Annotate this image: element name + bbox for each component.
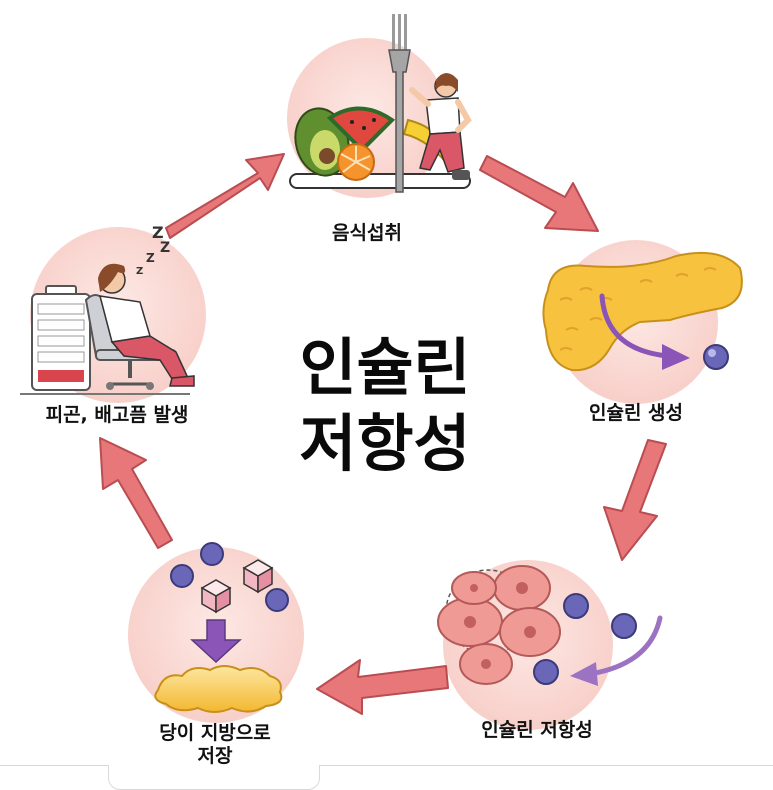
step-insulin-resistance-label: 인슐린 저항성 xyxy=(481,719,593,741)
svg-text:Z: Z xyxy=(160,240,170,256)
arrow-fatigue-to-food xyxy=(165,153,285,239)
sugar-cube-icon xyxy=(242,559,274,594)
step-fat-storage-line1: 당이 지방으로 xyxy=(159,722,271,744)
insulin-molecule-icon xyxy=(563,593,589,619)
fat-blob-icon xyxy=(154,665,283,713)
svg-text:Z: Z xyxy=(152,223,164,242)
svg-text:Z: Z xyxy=(146,251,155,265)
bottom-tab xyxy=(108,765,320,790)
pancreas-illustration xyxy=(542,251,743,372)
arrow-cells-to-storage xyxy=(316,659,449,715)
low-battery-indicator xyxy=(38,370,84,382)
step-food-intake-label: 음식섭취 xyxy=(332,222,402,244)
insulin-molecule-icon xyxy=(611,613,637,639)
glucose-molecule-icon xyxy=(265,588,289,612)
center-title: 인슐린 저항성 xyxy=(235,330,535,482)
down-arrow-icon xyxy=(190,619,242,664)
arrow-pancreas-to-cells xyxy=(603,439,667,561)
arrow-storage-to-fatigue xyxy=(99,437,173,549)
step-insulin-production-label: 인슐린 생성 xyxy=(588,402,683,424)
svg-text:Z: Z xyxy=(136,266,143,277)
insulin-molecule-icon xyxy=(533,659,559,685)
bottom-divider xyxy=(0,765,773,766)
step-fatigue-hunger-label: 피곤, 배고픔 발생 xyxy=(45,404,189,426)
glucose-molecule-icon xyxy=(170,564,194,588)
center-title-line1: 인슐린 xyxy=(299,331,471,404)
step-fat-storage-line2: 저장 xyxy=(197,744,233,767)
step-fat-storage-label: 당이 지방으로 저장 xyxy=(120,722,310,768)
cells-illustration xyxy=(437,565,663,686)
center-title-line2: 저항성 xyxy=(299,407,471,480)
storage-illustration xyxy=(154,542,289,713)
sugar-cube-icon xyxy=(200,579,232,614)
insulin-molecule-icon xyxy=(703,344,729,370)
fatigue-illustration: Z Z Z Z xyxy=(20,223,195,395)
glucose-molecule-icon xyxy=(200,542,224,566)
arrow-food-to-pancreas xyxy=(479,155,599,232)
food-illustration xyxy=(289,14,472,193)
